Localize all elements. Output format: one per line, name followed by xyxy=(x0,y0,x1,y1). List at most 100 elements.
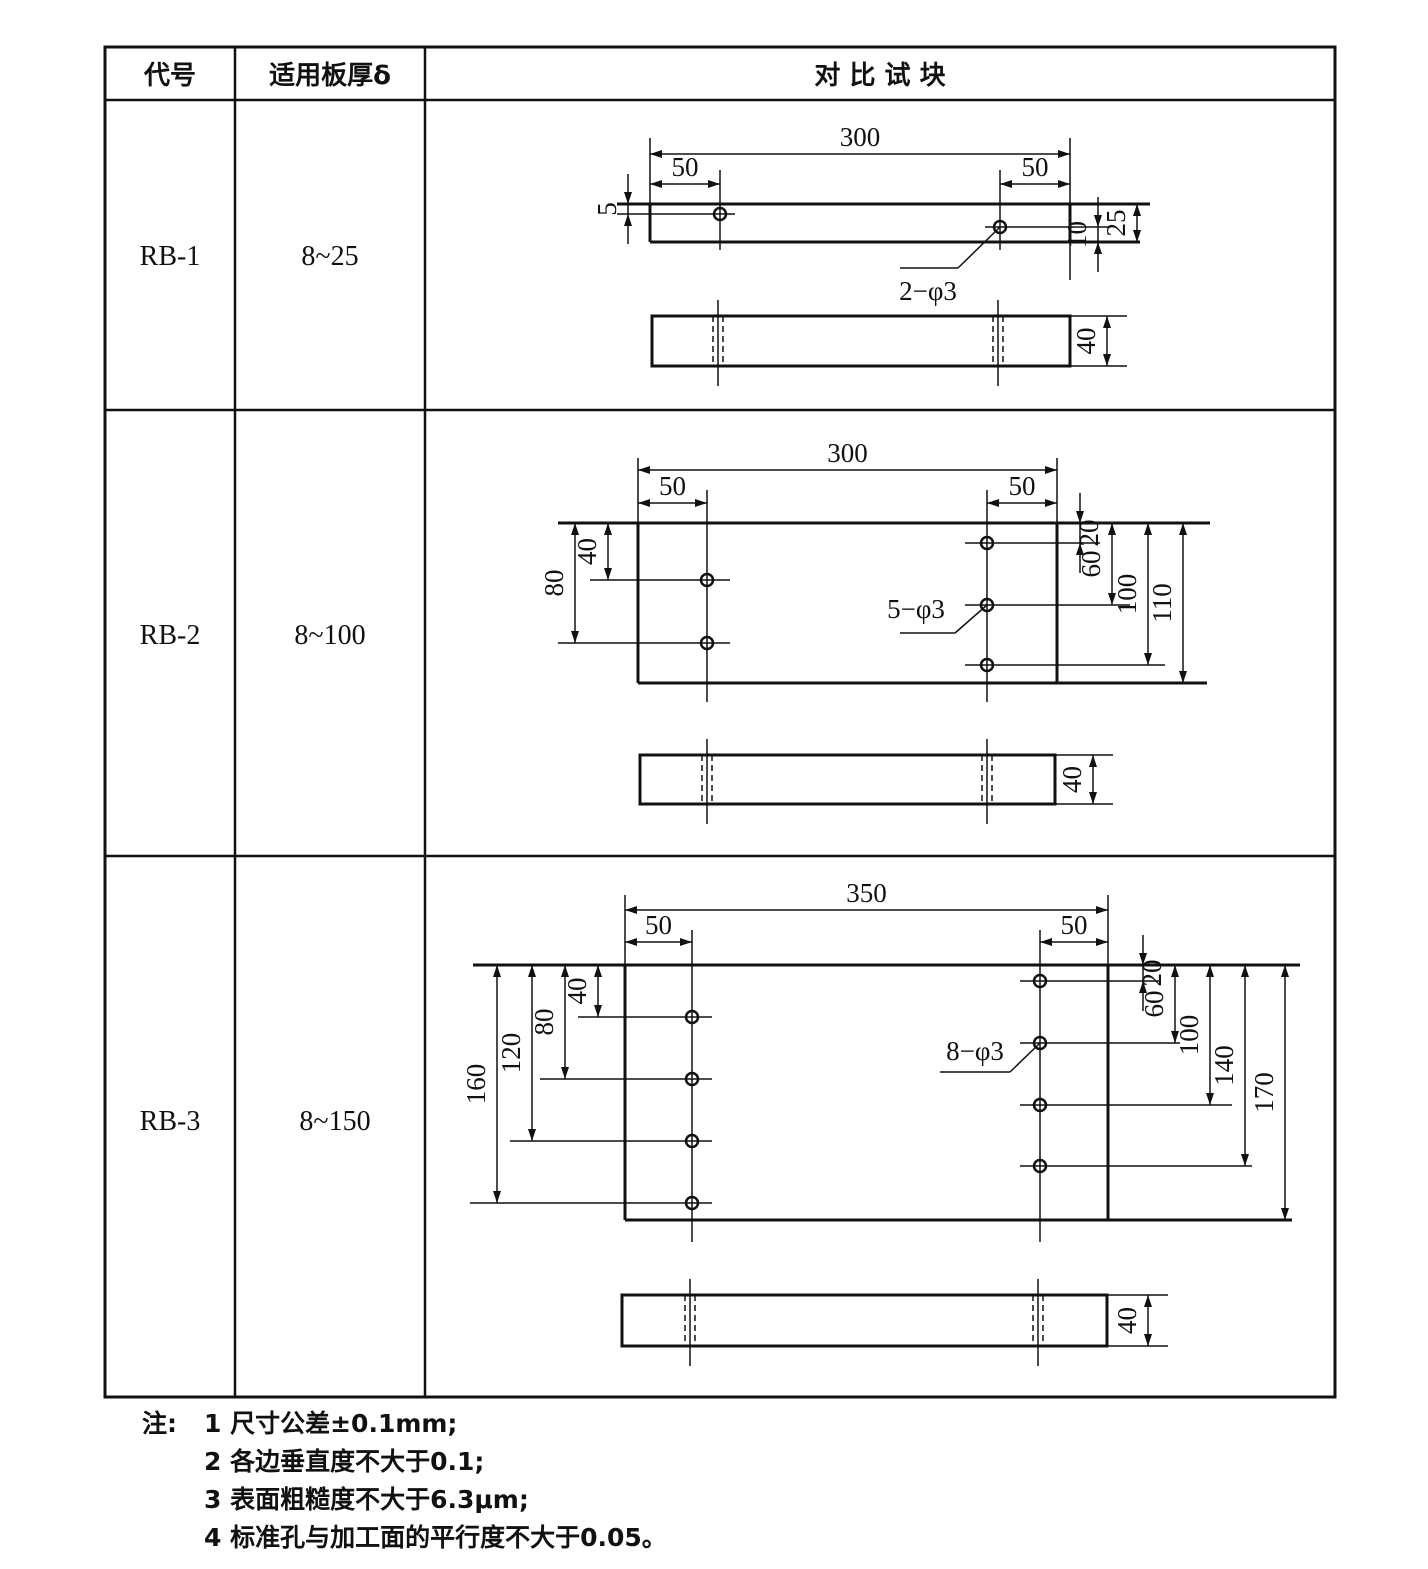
hole-count-label: 2−φ3 xyxy=(899,276,957,306)
hole-count-label: 5−φ3 xyxy=(887,594,945,624)
dimension-arrow-icon xyxy=(1241,1154,1249,1166)
dimension-arrow-icon xyxy=(1094,242,1102,254)
dimension-label: 80 xyxy=(529,1009,559,1036)
dimension-arrow-icon xyxy=(1281,1208,1289,1220)
dimension-label: 20 xyxy=(1074,520,1104,547)
dimension-label: 10 xyxy=(1062,221,1092,248)
dimension-label: 50 xyxy=(672,152,699,182)
header-code: 代号 xyxy=(143,61,196,91)
dimension-arrow-icon xyxy=(680,938,692,946)
hole-icon xyxy=(684,1195,700,1211)
hole-count-label: 8−φ3 xyxy=(946,1036,1004,1066)
note-item: 4 标准孔与加工面的平行度不大于0.05。 xyxy=(204,1523,667,1552)
dimension-arrow-icon xyxy=(1045,466,1057,474)
hole-icon xyxy=(979,535,995,551)
dimension-label: 5 xyxy=(592,202,622,216)
dimension-arrow-icon xyxy=(1206,965,1214,977)
hole-icon xyxy=(979,657,995,673)
hole-icon xyxy=(1032,1097,1048,1113)
row-thickness: 8~100 xyxy=(294,620,365,651)
dimension-arrow-icon xyxy=(1133,230,1141,242)
dimension-label: 50 xyxy=(645,910,672,940)
dimension-label: 170 xyxy=(1249,1072,1279,1113)
dimension-label: 140 xyxy=(1209,1045,1239,1086)
dimension-arrow-icon xyxy=(1089,755,1097,767)
note-item: 2 各边垂直度不大于0.1; xyxy=(204,1447,485,1476)
dimension-arrow-icon xyxy=(1076,543,1084,555)
dimension-arrow-icon xyxy=(604,523,612,535)
dimension-label: 25 xyxy=(1101,210,1131,237)
dimension-arrow-icon xyxy=(625,906,637,914)
dimension-label: 300 xyxy=(840,122,881,152)
dimension-label: 40 xyxy=(562,978,592,1005)
dimension-arrow-icon xyxy=(708,180,720,188)
hole-icon xyxy=(684,1009,700,1025)
dimension-arrow-icon xyxy=(1144,523,1152,535)
dimension-label: 60 xyxy=(1139,991,1169,1018)
dimension-arrow-icon xyxy=(1096,906,1108,914)
dimension-arrow-icon xyxy=(594,965,602,977)
dimension-label: 40 xyxy=(1112,1307,1142,1334)
leader-line xyxy=(954,604,988,634)
hole-icon xyxy=(992,219,1008,235)
leader-line xyxy=(1009,1042,1041,1073)
dimension-label: 120 xyxy=(496,1033,526,1074)
dimension-arrow-icon xyxy=(1281,965,1289,977)
dimension-label: 110 xyxy=(1147,583,1177,623)
dimension-arrow-icon xyxy=(561,965,569,977)
dimension-arrow-icon xyxy=(1089,792,1097,804)
dimension-arrow-icon xyxy=(1103,316,1111,328)
dimension-arrow-icon xyxy=(1045,499,1057,507)
dimension-arrow-icon xyxy=(1108,593,1116,605)
dimension-arrow-icon xyxy=(1000,180,1012,188)
dimension-label: 100 xyxy=(1174,1015,1204,1056)
dimension-arrow-icon xyxy=(571,523,579,535)
dimension-arrow-icon xyxy=(1103,354,1111,366)
dimension-arrow-icon xyxy=(528,965,536,977)
dimension-arrow-icon xyxy=(604,568,612,580)
dimension-arrow-icon xyxy=(1108,523,1116,535)
dimension-arrow-icon xyxy=(1133,204,1141,216)
dimension-arrow-icon xyxy=(594,1005,602,1017)
dimension-arrow-icon xyxy=(1144,1295,1152,1307)
dimension-arrow-icon xyxy=(1171,1031,1179,1043)
dimension-label: 50 xyxy=(1061,910,1088,940)
dimension-arrow-icon xyxy=(695,499,707,507)
side-view-outline xyxy=(650,314,1072,368)
dimension-label: 60 xyxy=(1076,551,1106,578)
dimension-arrow-icon xyxy=(528,1129,536,1141)
dimension-arrow-icon xyxy=(493,965,501,977)
dimension-label: 80 xyxy=(539,570,569,597)
hole-icon xyxy=(979,597,995,613)
dimension-label: 20 xyxy=(1137,960,1167,987)
dimension-arrow-icon xyxy=(1179,523,1187,535)
row-code: RB-3 xyxy=(140,1106,201,1137)
dimension-label: 300 xyxy=(827,438,868,468)
dimension-arrow-icon xyxy=(1094,215,1102,227)
dimension-arrow-icon xyxy=(493,1191,501,1203)
dimension-arrow-icon xyxy=(1058,150,1070,158)
dimension-arrow-icon xyxy=(1144,653,1152,665)
notes-label: 注: xyxy=(142,1409,177,1438)
dimension-arrow-icon xyxy=(1241,965,1249,977)
notes: 注:1 尺寸公差±0.1mm; 2 各边垂直度不大于0.1; 3 表面粗糙度不大… xyxy=(142,1405,667,1557)
dimension-arrow-icon xyxy=(561,1067,569,1079)
header-thickness: 适用板厚δ xyxy=(269,61,391,91)
hole-icon xyxy=(684,1133,700,1149)
note-item: 3 表面粗糙度不大于6.3μm; xyxy=(204,1485,529,1514)
hole-icon xyxy=(684,1071,700,1087)
row-thickness: 8~25 xyxy=(301,241,358,272)
dimension-label: 40 xyxy=(572,538,602,565)
hole-icon xyxy=(699,572,715,588)
dimension-arrow-icon xyxy=(638,499,650,507)
dimension-arrow-icon xyxy=(1076,511,1084,523)
row-code: RB-2 xyxy=(140,620,201,651)
dimension-arrow-icon xyxy=(624,214,632,226)
row-thickness: 8~150 xyxy=(299,1106,370,1137)
header-reference-block: 对 比 试 块 xyxy=(814,61,945,91)
dimension-arrow-icon xyxy=(1058,180,1070,188)
side-view-outline xyxy=(620,1293,1109,1348)
dimension-arrow-icon xyxy=(1096,938,1108,946)
